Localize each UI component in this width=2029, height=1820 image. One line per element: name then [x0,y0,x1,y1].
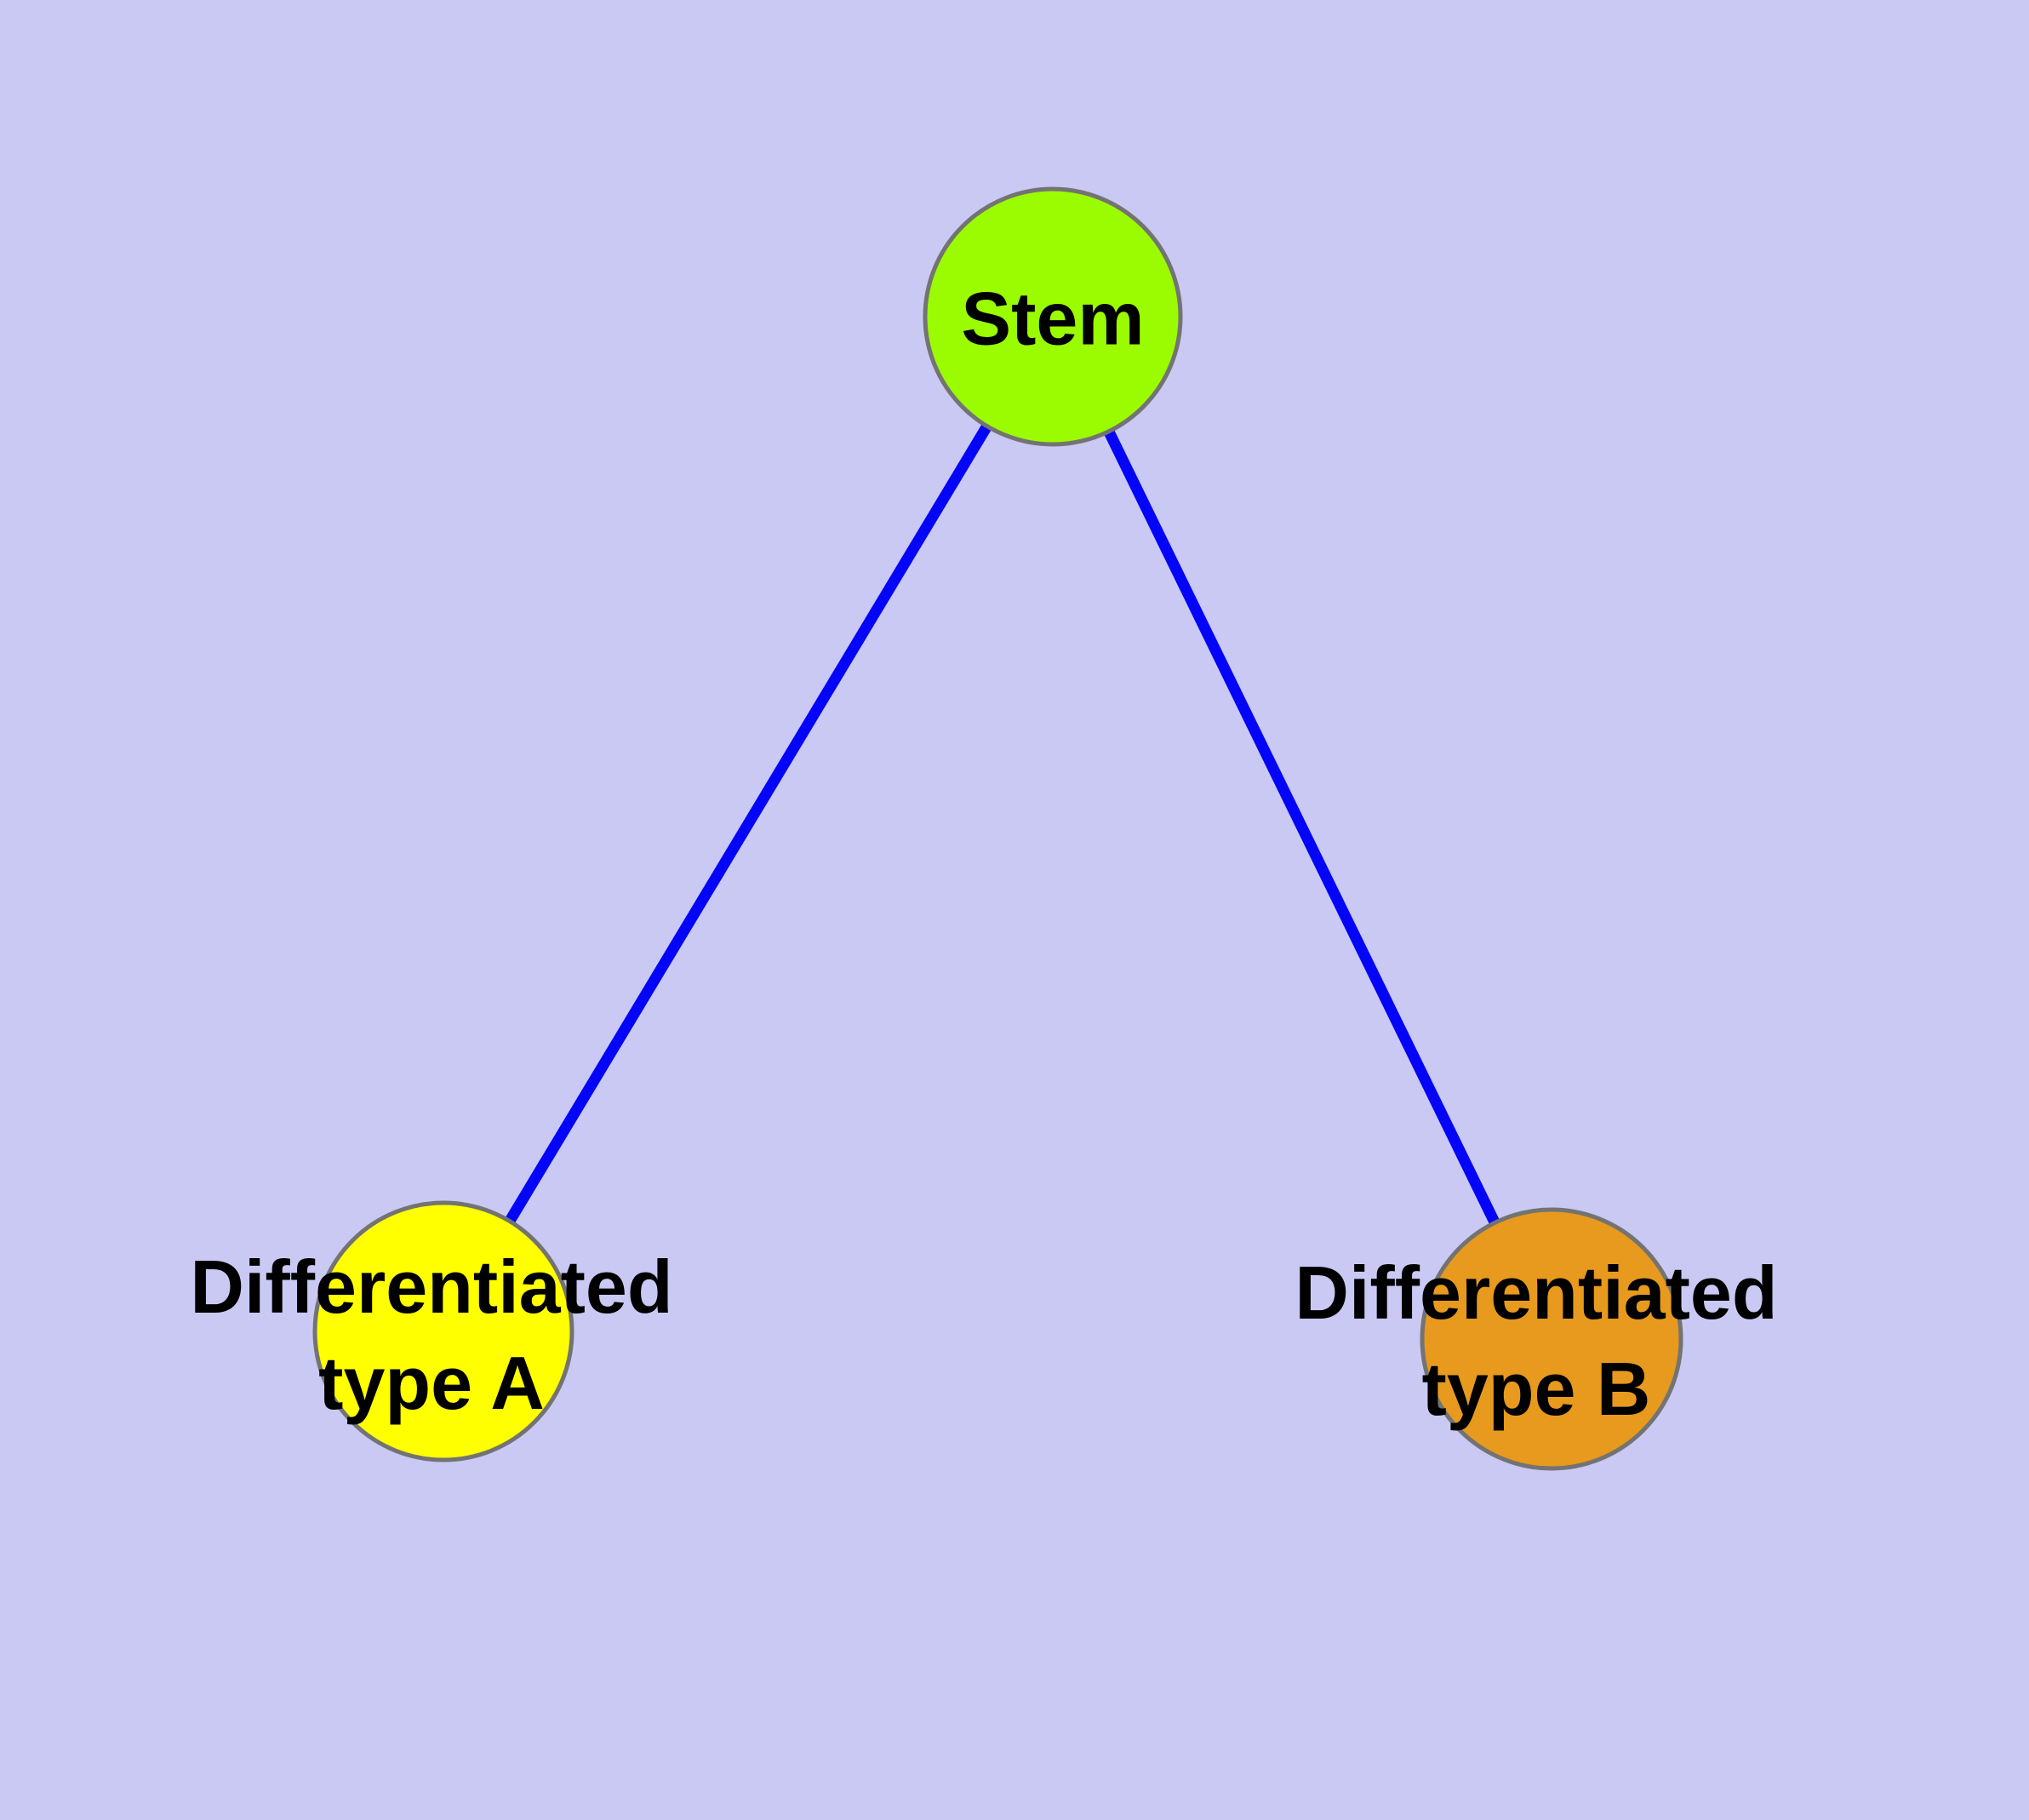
differentiated-type-a-node [312,1200,574,1462]
type-a-label-line2: type A [318,1341,545,1425]
stem-node-label: Stem [961,271,1144,367]
type-b-label-line2: type B [1421,1347,1651,1431]
type-b-label-line1: Differentiated [1295,1251,1778,1335]
differentiated-type-b-node [1420,1207,1683,1471]
type-a-label-line1: Differentiated [190,1245,673,1329]
edge-stem-to-type-b [1048,314,1557,1342]
stem-node [923,186,1183,447]
differentiated-type-b-label: Differentiated type B [1295,1245,1777,1437]
differentiated-type-a-label: Differentiated type A [190,1239,672,1431]
edge-stem-to-type-a [438,313,1058,1335]
stem-label-text: Stem [961,276,1145,361]
